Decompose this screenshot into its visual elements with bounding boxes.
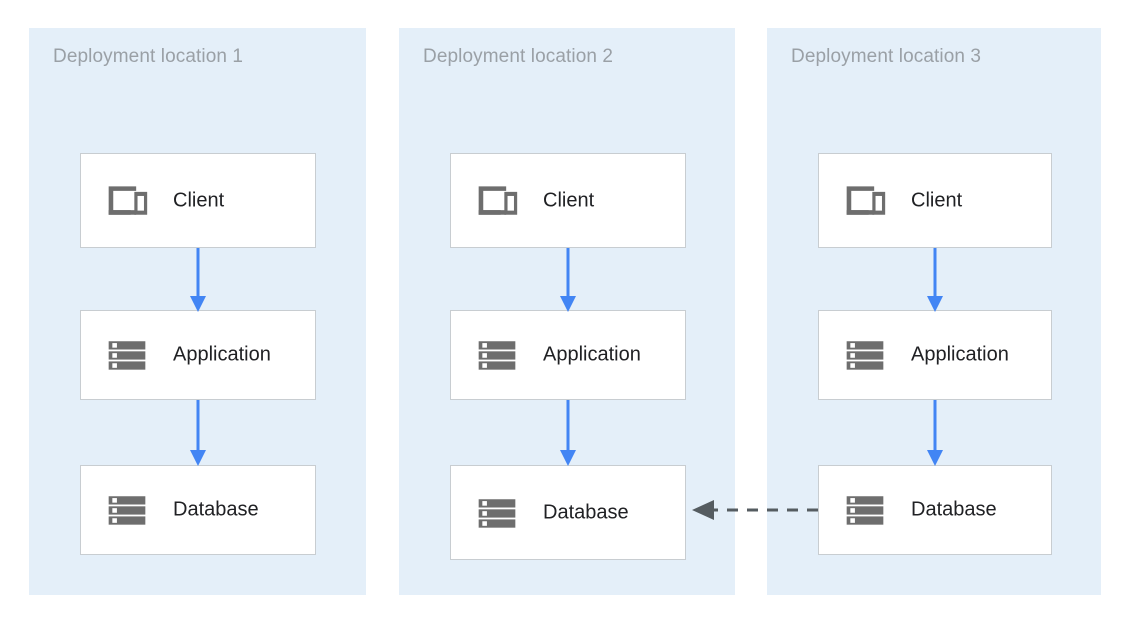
node-label-database-location-3: Database	[911, 498, 997, 521]
node-database-location-1[interactable]: Database	[80, 465, 316, 555]
node-client-location-2[interactable]: Client	[450, 153, 686, 248]
server-icon	[846, 496, 884, 525]
devices-icon	[108, 185, 148, 215]
node-label-client-location-3: Client	[911, 189, 963, 211]
node-label-client-location-1: Client	[173, 189, 225, 211]
node-client-location-1[interactable]: Client	[80, 153, 316, 248]
devices-icon	[478, 185, 518, 215]
node-label-application-location-2: Application	[543, 343, 641, 366]
panel-title-location-2: Deployment location 2	[423, 46, 614, 67]
server-icon	[478, 341, 516, 370]
server-icon	[108, 496, 146, 525]
node-label-application-location-1: Application	[173, 343, 271, 366]
node-database-location-3[interactable]: Database	[818, 465, 1052, 555]
node-application-location-3[interactable]: Application	[818, 310, 1052, 400]
node-client-location-3[interactable]: Client	[818, 153, 1052, 248]
node-label-application-location-3: Application	[911, 343, 1009, 366]
node-application-location-2[interactable]: Application	[450, 310, 686, 400]
panel-title-location-1: Deployment location 1	[53, 46, 244, 67]
node-label-database-location-1: Database	[173, 498, 259, 521]
server-icon	[846, 341, 884, 370]
server-icon	[108, 341, 146, 370]
node-database-location-2[interactable]: Database	[450, 465, 686, 560]
devices-icon	[846, 185, 886, 215]
node-label-client-location-2: Client	[543, 189, 595, 211]
panel-title-location-3: Deployment location 3	[791, 46, 982, 67]
server-icon	[478, 498, 516, 528]
node-label-database-location-2: Database	[543, 501, 629, 523]
node-application-location-1[interactable]: Application	[80, 310, 316, 400]
